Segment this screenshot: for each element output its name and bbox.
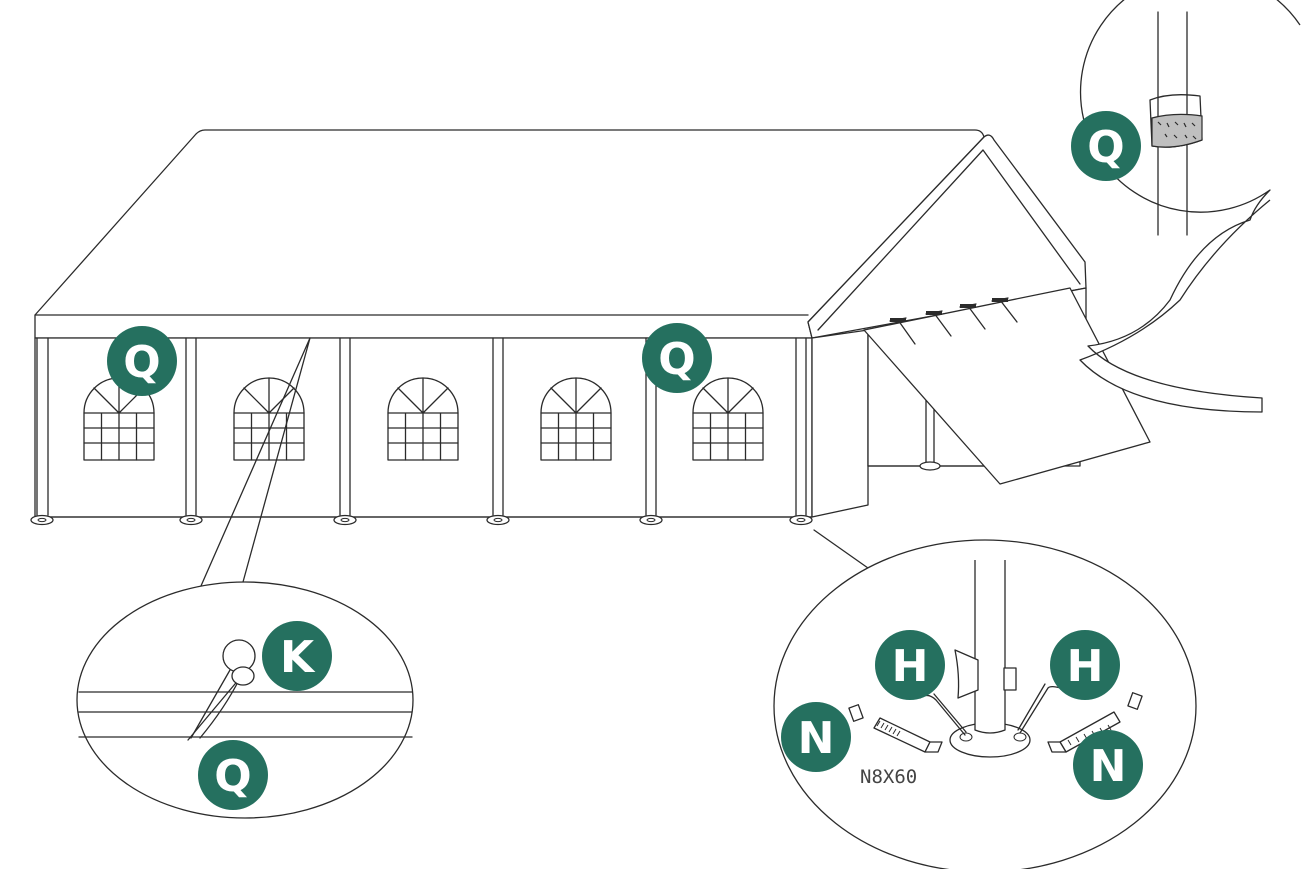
svg-text:Q: Q [658, 334, 695, 385]
svg-text:H: H [892, 641, 929, 692]
tent [30, 129, 1151, 526]
badge-n-left: N [781, 702, 851, 772]
window [233, 377, 305, 461]
svg-text:Q: Q [214, 751, 251, 802]
window [83, 377, 155, 461]
window [540, 377, 612, 461]
tent-gable-end [807, 134, 1087, 339]
badge-q-wall-right: Q [642, 323, 712, 393]
anchor-code: N8X60 [860, 766, 917, 788]
anchor-right [1047, 692, 1143, 753]
badge-q-detail-top: Q [1071, 111, 1141, 181]
badge-h-right: H [1050, 630, 1120, 700]
anchor-left [848, 704, 943, 753]
svg-text:Q: Q [123, 337, 160, 388]
badge-q-wall-left: Q [107, 326, 177, 396]
badge-k-detail-rope: K [262, 621, 332, 691]
base-plates [30, 514, 813, 526]
badge-q-detail-rope: Q [198, 740, 268, 810]
side-wall-poles [36, 337, 807, 516]
detail-base-anchor: N8X60 [773, 529, 1197, 869]
svg-text:N: N [798, 713, 835, 764]
badge-n-right: N [1073, 730, 1143, 800]
window [387, 377, 459, 461]
window [692, 377, 764, 461]
svg-text:Q: Q [1087, 122, 1124, 173]
detail-velcro-strap [1079, 0, 1301, 413]
svg-text:H: H [1067, 641, 1104, 692]
svg-text:K: K [280, 632, 316, 683]
svg-text:N: N [1090, 741, 1127, 792]
detail-rope-hook [76, 337, 414, 819]
badge-h-left: H [875, 630, 945, 700]
door-flap-ties [889, 297, 1018, 345]
tent-end-wall [811, 329, 869, 518]
side-wall-windows [83, 377, 764, 461]
